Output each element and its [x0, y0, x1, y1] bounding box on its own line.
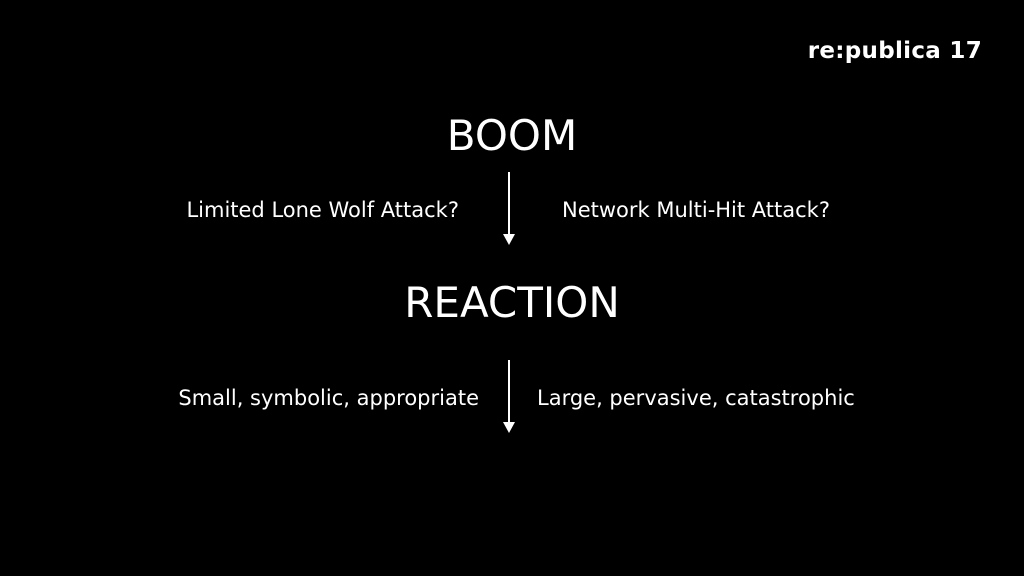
republica-logo: re:publica 17: [807, 38, 982, 64]
network-attack-label: Network Multi-Hit Attack?: [562, 198, 830, 222]
large-reaction-label: Large, pervasive, catastrophic: [537, 386, 855, 410]
down-arrow-icon: [503, 172, 515, 245]
down-arrow-icon: [503, 360, 515, 433]
boom-heading: BOOM: [446, 111, 578, 160]
lone-wolf-label: Limited Lone Wolf Attack?: [186, 198, 459, 222]
reaction-heading: REACTION: [404, 278, 620, 327]
small-reaction-label: Small, symbolic, appropriate: [178, 386, 479, 410]
